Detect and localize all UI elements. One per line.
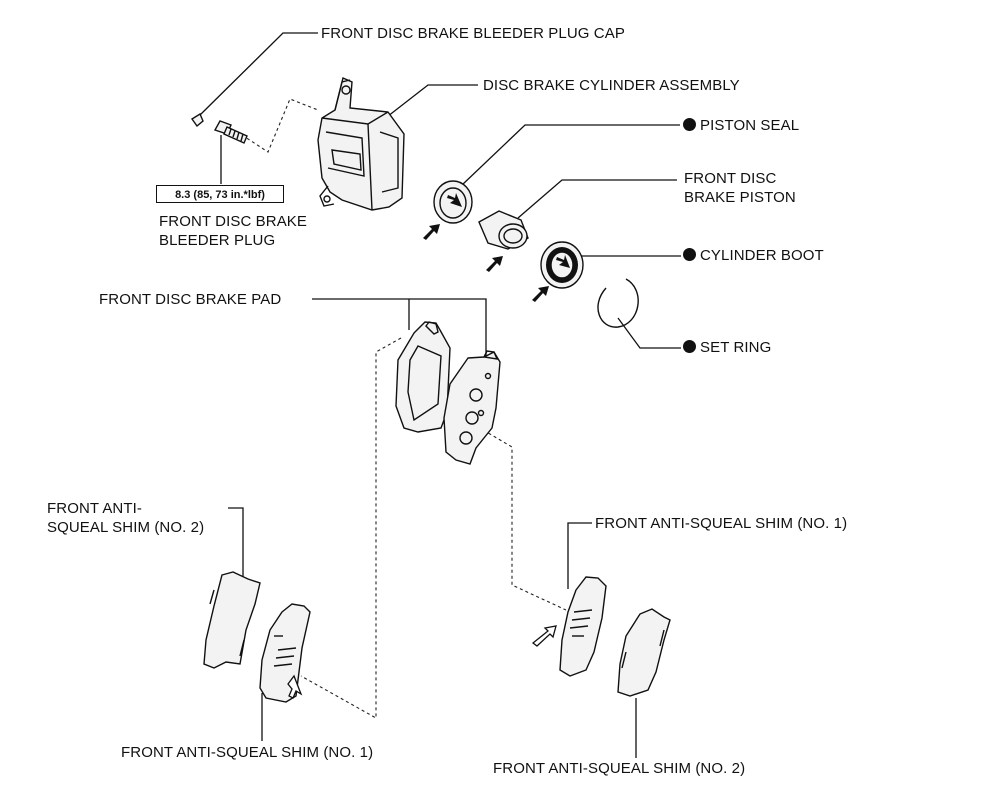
assembly-line-right-pad bbox=[472, 423, 567, 611]
grease-arrow-icon bbox=[423, 224, 440, 240]
leader-brake-piston bbox=[517, 179, 677, 219]
assembly-line-left-pad bbox=[300, 337, 402, 719]
brake-piston-line2: BRAKE PISTON bbox=[684, 189, 796, 206]
anti-squeal-shim-no2-right bbox=[617, 608, 671, 697]
anti-squeal-shim-no1-right bbox=[531, 576, 607, 677]
leader-shim-no1-right bbox=[567, 522, 592, 589]
bleeder-plug bbox=[213, 120, 248, 184]
anti-squeal-shim-no1-left bbox=[259, 603, 311, 703]
leader-bleeder-cap bbox=[199, 32, 318, 116]
label-cylinder-boot: CYLINDER BOOT bbox=[683, 246, 824, 265]
leader-cylinder-assembly bbox=[382, 84, 478, 121]
grease-arrow-icon bbox=[556, 255, 570, 268]
set-ring-text: SET RING bbox=[700, 339, 772, 356]
grease-arrow-icon bbox=[447, 193, 462, 207]
replacement-part-icon bbox=[683, 248, 696, 261]
bleeder-plug-line2: BLEEDER PLUG bbox=[159, 232, 276, 249]
brake-piston-line1: FRONT DISC bbox=[684, 170, 777, 187]
replacement-part-icon bbox=[683, 340, 696, 353]
label-piston-seal: PISTON SEAL bbox=[683, 116, 799, 135]
label-shim-no1-left: FRONT ANTI-SQUEAL SHIM (NO. 1) bbox=[121, 744, 374, 761]
label-brake-pad: FRONT DISC BRAKE PAD bbox=[99, 291, 282, 308]
label-bleeder-plug-cap: FRONT DISC BRAKE BLEEDER PLUG CAP bbox=[321, 25, 625, 42]
leader-piston-seal bbox=[461, 124, 680, 186]
label-shim-no1-right: FRONT ANTI-SQUEAL SHIM (NO. 1) bbox=[595, 515, 848, 532]
cylinder-boot bbox=[532, 241, 584, 302]
brake-pad-outer bbox=[395, 321, 451, 433]
piston-seal bbox=[423, 180, 473, 240]
anti-squeal-shim-no2-left bbox=[203, 571, 261, 669]
replacement-part-icon bbox=[683, 118, 696, 131]
leader-brake-pad bbox=[312, 298, 487, 356]
bleeder-plug-cap bbox=[190, 112, 204, 128]
label-shim-no2-right: FRONT ANTI-SQUEAL SHIM (NO. 2) bbox=[493, 760, 746, 777]
cylinder-boot-text: CYLINDER BOOT bbox=[700, 247, 824, 264]
grease-arrow-icon bbox=[486, 256, 503, 272]
shim-no2-left-line2: SQUEAL SHIM (NO. 2) bbox=[47, 519, 205, 536]
label-cylinder-assembly: DISC BRAKE CYLINDER ASSEMBLY bbox=[483, 77, 740, 94]
brake-pad-inner bbox=[443, 350, 501, 465]
torque-spec-box: 8.3 (85, 73 in.*lbf) bbox=[156, 185, 284, 203]
set-ring bbox=[597, 278, 639, 328]
grease-arrow-icon bbox=[532, 286, 549, 302]
hollow-arrow-icon bbox=[287, 674, 303, 699]
shim-no2-left-line1: FRONT ANTI- bbox=[47, 500, 142, 517]
leader-shim-no2-left bbox=[228, 507, 244, 577]
label-shim-no2-left: FRONT ANTI- SQUEAL SHIM (NO. 2) bbox=[47, 499, 204, 537]
piston-seal-text: PISTON SEAL bbox=[700, 117, 800, 134]
label-bleeder-plug: FRONT DISC BRAKE BLEEDER PLUG bbox=[159, 212, 307, 250]
label-set-ring: SET RING bbox=[683, 338, 771, 357]
disc-brake-cylinder-assembly bbox=[317, 77, 405, 211]
hollow-arrow-icon bbox=[531, 625, 557, 647]
bleeder-plug-line1: FRONT DISC BRAKE bbox=[159, 213, 308, 230]
label-brake-piston: FRONT DISC BRAKE PISTON bbox=[684, 169, 796, 207]
leader-set-ring bbox=[617, 317, 681, 349]
front-disc-brake-piston bbox=[478, 210, 529, 272]
assembly-line-bleeder bbox=[241, 98, 319, 153]
